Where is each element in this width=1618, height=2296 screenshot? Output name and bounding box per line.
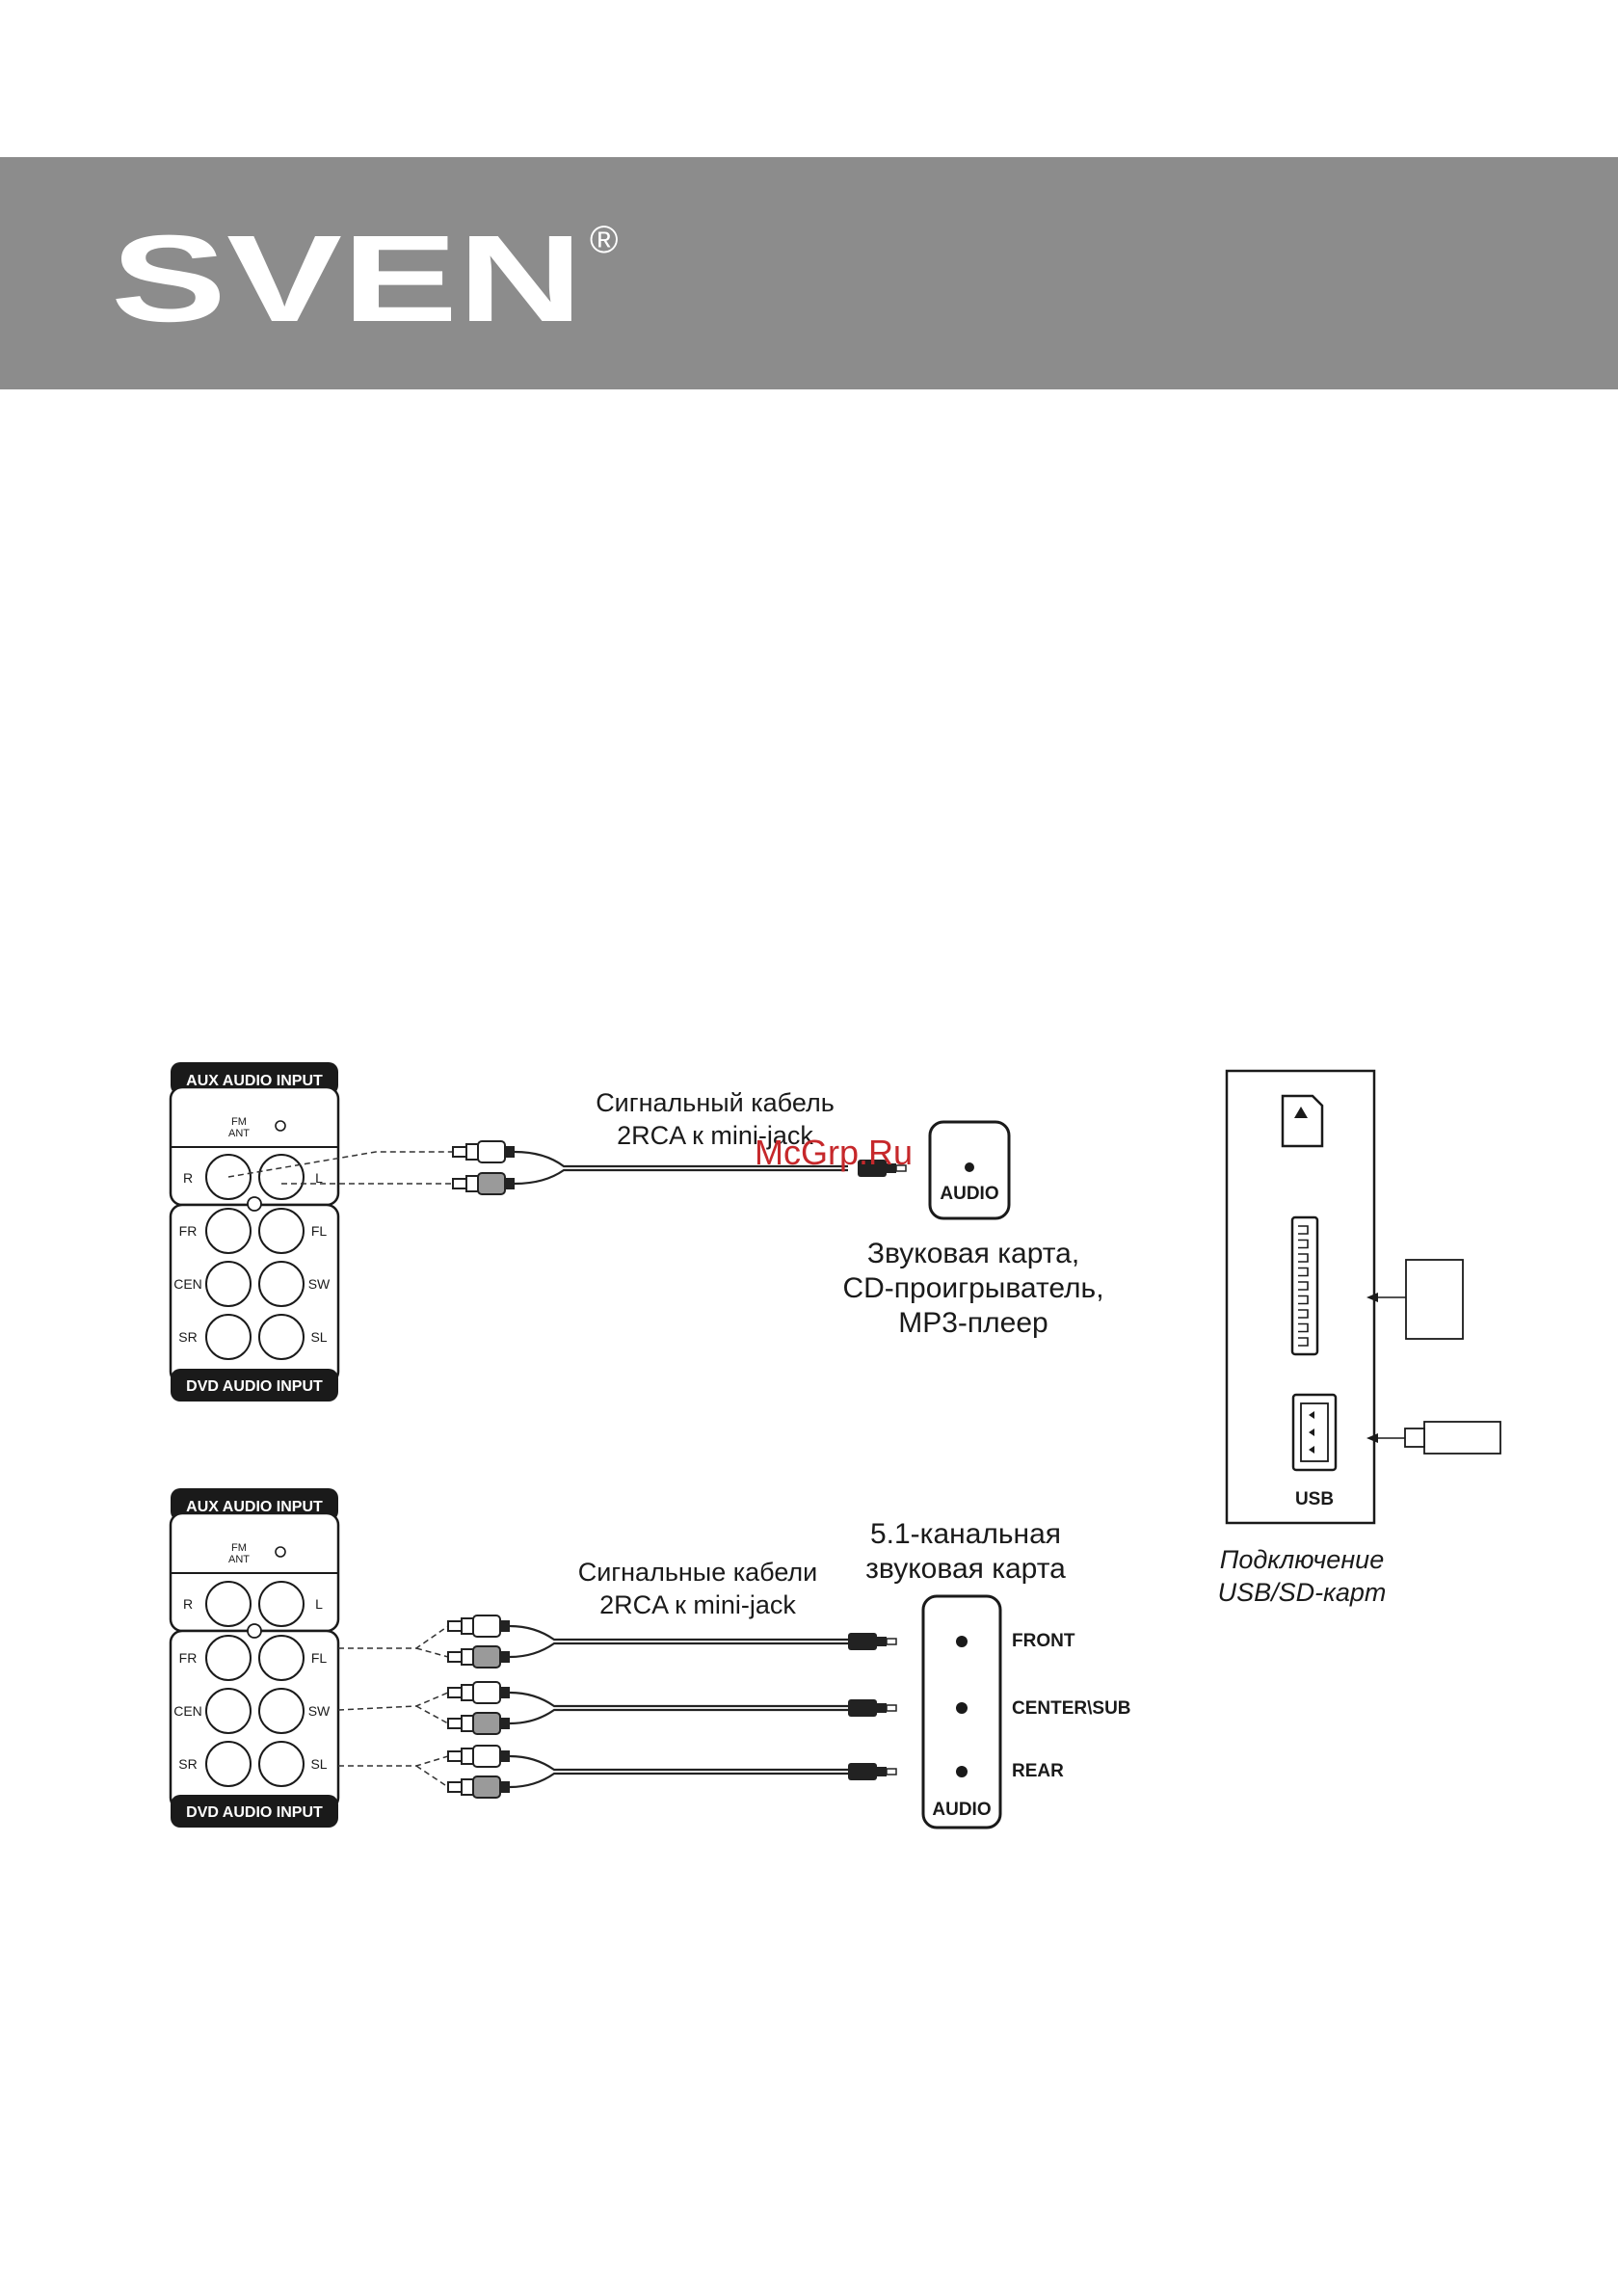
jack-sr-label-2: SR bbox=[178, 1756, 197, 1772]
jack-fr-label-2: FR bbox=[179, 1650, 198, 1666]
dvd-audio-input-label-2: DVD AUDIO INPUT bbox=[186, 1804, 323, 1821]
audio-card-label: AUDIO bbox=[932, 1800, 991, 1820]
sw-jack[interactable] bbox=[258, 1261, 305, 1307]
aux-l-jack-2[interactable] bbox=[258, 1581, 305, 1627]
sl-jack-2[interactable] bbox=[258, 1741, 305, 1787]
cables-2 bbox=[337, 1615, 897, 1799]
usb-label: USB bbox=[1295, 1489, 1334, 1509]
jack-fr-label: FR bbox=[179, 1223, 198, 1239]
fm-ant-label-4: ANT bbox=[228, 1554, 250, 1565]
fm-ant-jack[interactable] bbox=[275, 1120, 286, 1132]
jack-sl-label-2: SL bbox=[310, 1756, 327, 1772]
aux-l-jack[interactable] bbox=[258, 1154, 305, 1200]
audio-jack-1[interactable] bbox=[965, 1162, 974, 1172]
jack-l-label: L bbox=[315, 1170, 323, 1186]
rear-jack[interactable] bbox=[956, 1766, 968, 1777]
cable1-label-line1: Сигнальный кабель bbox=[596, 1088, 835, 1117]
fm-ant-label-2: ANT bbox=[228, 1128, 250, 1139]
card-label-line1: 5.1-канальная bbox=[870, 1518, 1061, 1550]
sd-card bbox=[1405, 1259, 1464, 1340]
jack-cen-label: CEN bbox=[173, 1276, 202, 1292]
cen-jack[interactable] bbox=[205, 1261, 252, 1307]
center-sub-jack[interactable] bbox=[956, 1702, 968, 1714]
source-line1: Звуковая карта, bbox=[867, 1238, 1079, 1269]
audio-device-label-1: AUDIO bbox=[940, 1184, 998, 1204]
jack-fl-label: FL bbox=[311, 1223, 328, 1239]
fm-ant-jack-2[interactable] bbox=[275, 1546, 286, 1558]
jack-sw-label: SW bbox=[308, 1276, 331, 1292]
jack-r-label-2: R bbox=[183, 1596, 193, 1612]
sd-card-icon bbox=[1281, 1094, 1324, 1148]
jack-l-label-2: L bbox=[315, 1596, 323, 1612]
source-line2: CD-проигрыватель, bbox=[842, 1272, 1103, 1304]
jack-cen-label-2: CEN bbox=[173, 1703, 202, 1719]
header-banner bbox=[0, 157, 1618, 389]
fl-jack-2[interactable] bbox=[258, 1635, 305, 1681]
card-label-line2: звуковая карта bbox=[865, 1553, 1066, 1585]
usb-caption-line1: Подключение bbox=[1220, 1545, 1384, 1574]
aux-audio-input-label-2: AUX AUDIO INPUT bbox=[186, 1499, 323, 1515]
front-jack[interactable] bbox=[956, 1636, 968, 1647]
cable1-label-line2: 2RCA к mini-jack bbox=[617, 1121, 813, 1150]
jack-sl-label: SL bbox=[310, 1329, 327, 1345]
registered-mark: ® bbox=[590, 219, 618, 261]
jack-fl-label-2: FL bbox=[311, 1650, 328, 1666]
aux-r-jack-2[interactable] bbox=[205, 1581, 252, 1627]
output-center-sub-label: CENTER\SUB bbox=[1012, 1698, 1131, 1719]
jack-r-label: R bbox=[183, 1170, 193, 1186]
sr-jack[interactable] bbox=[205, 1314, 252, 1360]
audio-device-1: AUDIO bbox=[928, 1120, 1011, 1220]
sw-jack-2[interactable] bbox=[258, 1688, 305, 1734]
speaker-panel-1: AUX AUDIO INPUT FM ANT R L FR FL CEN SW … bbox=[169, 1062, 340, 1402]
cable2-label-line1: Сигнальные кабели bbox=[578, 1558, 818, 1587]
aux-audio-input-label: AUX AUDIO INPUT bbox=[186, 1073, 323, 1089]
jack-sr-label: SR bbox=[178, 1329, 197, 1345]
sven-logo: SVEN ® bbox=[111, 210, 618, 348]
output-rear-label: REAR bbox=[1012, 1761, 1064, 1781]
sl-jack[interactable] bbox=[258, 1314, 305, 1360]
usb-flash-drive bbox=[1423, 1421, 1501, 1455]
output-front-label: FRONT bbox=[1012, 1631, 1075, 1651]
logo-text: SVEN bbox=[111, 210, 583, 348]
usb-sd-panel: USB bbox=[1225, 1069, 1501, 1525]
audio-card-51: AUDIO bbox=[921, 1594, 1002, 1829]
dvd-audio-input-label: DVD AUDIO INPUT bbox=[186, 1378, 323, 1395]
sr-jack-2[interactable] bbox=[205, 1741, 252, 1787]
speaker-panel-2: AUX AUDIO INPUT FM ANT R L FR FL CEN SW … bbox=[169, 1488, 340, 1828]
fl-jack[interactable] bbox=[258, 1208, 305, 1254]
source-line3: MP3-плеер bbox=[898, 1307, 1048, 1339]
cen-jack-2[interactable] bbox=[205, 1688, 252, 1734]
cable-1 bbox=[227, 1140, 907, 1195]
watermark: McGrp.Ru bbox=[755, 1133, 913, 1172]
jack-sw-label-2: SW bbox=[308, 1703, 331, 1719]
fm-ant-label-3: FM bbox=[231, 1542, 247, 1554]
cable2-label-line2: 2RCA к mini-jack bbox=[599, 1590, 796, 1619]
sd-card-slot[interactable] bbox=[1290, 1215, 1319, 1356]
usb-caption-line2: USB/SD-карт bbox=[1218, 1578, 1387, 1607]
fr-jack-2[interactable] bbox=[205, 1635, 252, 1681]
fm-ant-label-1: FM bbox=[231, 1116, 247, 1128]
fr-jack[interactable] bbox=[205, 1208, 252, 1254]
